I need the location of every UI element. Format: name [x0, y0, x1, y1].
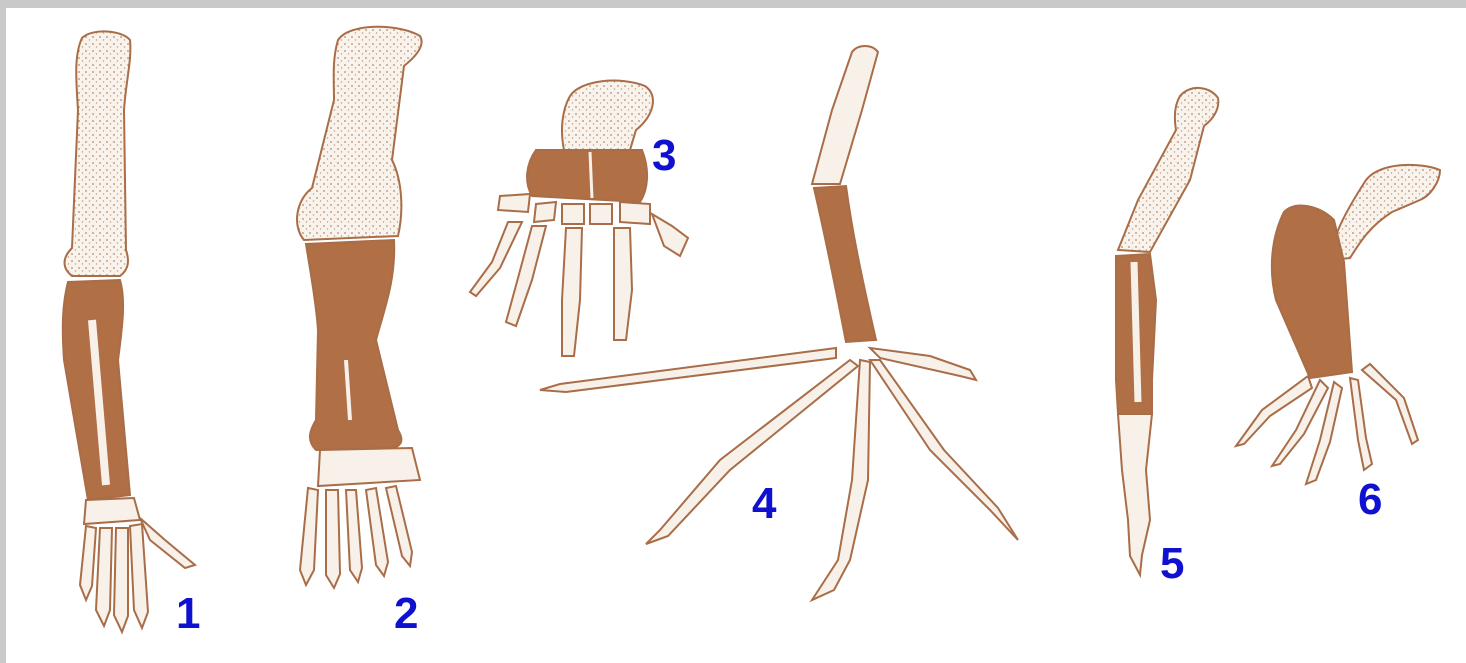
limb-2-forearm [306, 240, 401, 450]
label-4: 4 [752, 482, 776, 526]
limb-2 [297, 27, 422, 588]
limb-3-forearm [527, 150, 647, 202]
limb-4-digits [540, 348, 1018, 600]
label-2: 2 [394, 592, 418, 636]
limb-6-claws [1236, 364, 1418, 484]
limb-2-humerus [297, 27, 422, 240]
label-5: 5 [1160, 542, 1184, 586]
limb-1 [63, 31, 195, 632]
limb-1-humerus [65, 31, 131, 276]
limb-3-digits [470, 194, 688, 356]
label-6: 6 [1358, 478, 1382, 522]
limb-6 [1236, 165, 1440, 484]
limb-3 [470, 81, 688, 356]
label-1: 1 [176, 592, 200, 636]
limb-5-hoof-digit [1118, 414, 1152, 575]
limb-3-humerus [562, 81, 653, 150]
limb-5-humerus [1118, 88, 1218, 252]
limb-2-foot [300, 448, 420, 588]
limb-5 [1116, 88, 1218, 575]
label-3: 3 [652, 134, 676, 178]
limb-4-humerus [812, 46, 878, 184]
limb-6-humerus [1330, 165, 1440, 260]
limb-4-forearm [814, 186, 876, 342]
